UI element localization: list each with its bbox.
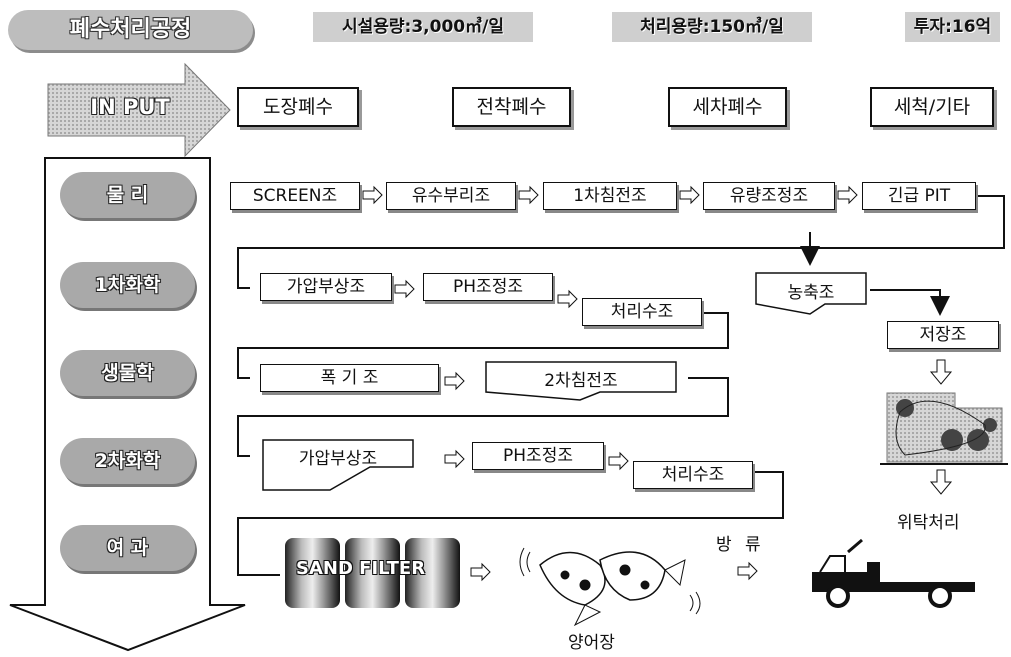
process-box: 처리수조 — [633, 461, 753, 489]
koi-fish-illustration — [519, 547, 701, 627]
process-box: 가압부상조 — [260, 273, 392, 301]
facility-capacity: 시설용량:3,000㎥/일 — [313, 12, 533, 42]
truck-icon — [812, 538, 975, 608]
discharge-label: 방 류 — [716, 535, 765, 555]
stage-down-arrow — [9, 157, 246, 652]
process-box: PH조정조 — [423, 273, 553, 301]
stage-filtration: 여 과 — [60, 525, 195, 571]
row1-arrows — [362, 185, 953, 582]
thickener-label: 농축조 — [787, 283, 835, 303]
process-box: 긴급 PIT — [862, 182, 976, 210]
process-box: SCREEN조 — [230, 182, 360, 210]
stage-physical: 물 리 — [60, 172, 195, 218]
secondary-clarifier-shape — [485, 361, 677, 401]
thickener-shape — [755, 272, 867, 315]
input-source: 세척/기타 — [870, 87, 994, 127]
process-box: 1차침전조 — [543, 182, 677, 210]
storage-box: 저장조 — [887, 321, 999, 349]
consignment-label: 위탁처리 — [897, 513, 960, 533]
flotation-2-label: 가압부상조 — [298, 449, 378, 469]
page-title: 폐수처리공정 — [8, 10, 253, 50]
process-box: 처리수조 — [582, 298, 702, 326]
process-box: 유수부리조 — [386, 182, 516, 210]
input-source: 도장폐수 — [237, 87, 359, 127]
flotation-2-shape — [262, 439, 414, 491]
stage-chemical-1: 1차화학 — [60, 262, 195, 308]
sludge-tank — [880, 392, 1008, 465]
input-source: 전착폐수 — [452, 87, 571, 127]
investment: 투자:16억 — [905, 12, 1000, 42]
input-arrow — [47, 62, 231, 158]
process-box: 폭 기 조 — [260, 364, 439, 392]
treatment-capacity: 처리용량:150㎥/일 — [612, 12, 812, 42]
sand-filter-label: SAND FILTER — [296, 558, 426, 579]
stage-chemical-2: 2차화학 — [60, 438, 195, 484]
input-label: IN PUT — [90, 95, 170, 119]
secondary-clarifier-label: 2차침전조 — [544, 371, 618, 391]
process-box: 유량조정조 — [703, 182, 835, 210]
process-box: PH조정조 — [472, 442, 604, 470]
stage-biological: 생물학 — [60, 350, 195, 396]
sand-filter-cylinders — [285, 538, 460, 608]
fish-pond-label: 양어장 — [568, 633, 615, 653]
flow-lines — [237, 195, 1005, 576]
input-source: 세차폐수 — [668, 87, 787, 127]
